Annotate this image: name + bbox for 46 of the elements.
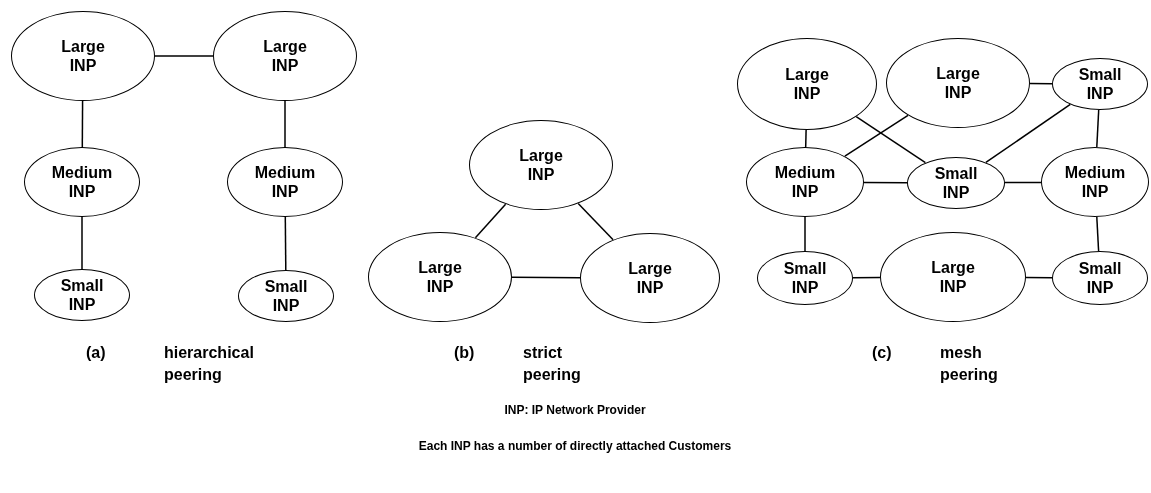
node-label: Large INP: [61, 37, 105, 75]
node-label: Large INP: [628, 259, 672, 297]
panel-caption: mesh peering: [940, 343, 998, 385]
connector-line: [852, 276, 881, 279]
connector-line: [81, 100, 84, 148]
node-label: Small INP: [1078, 65, 1122, 103]
panel-caption: strict peering: [523, 343, 581, 385]
connector-line: [1029, 82, 1053, 85]
connector-line: [1096, 109, 1100, 148]
connector-line: [284, 216, 287, 271]
node-label: Medium INP: [1064, 163, 1126, 201]
connector-line: [81, 216, 83, 270]
node-label: Small INP: [934, 164, 978, 202]
footnote: Each INP has a number of directly attached Customers: [417, 438, 733, 454]
node-label: Large INP: [931, 258, 975, 296]
connector-line: [855, 115, 927, 164]
connector-line: [511, 276, 581, 279]
node-label: Medium INP: [774, 163, 836, 201]
node-label: Medium INP: [51, 163, 113, 201]
connector-line: [844, 114, 909, 157]
connector-line: [284, 100, 286, 148]
footnote: INP: IP Network Provider: [503, 402, 647, 418]
connector-line: [1025, 276, 1053, 279]
connector-line: [804, 216, 806, 252]
connector-line: [985, 103, 1072, 164]
connector-line: [804, 129, 807, 148]
node-label: Large INP: [418, 258, 462, 296]
connector-line: [1096, 216, 1100, 252]
connector-line: [154, 55, 214, 57]
connector-line: [577, 202, 614, 241]
node-label: Large INP: [519, 146, 563, 184]
node-label: Large INP: [936, 64, 980, 102]
connector-line: [474, 203, 507, 239]
connector-line: [1004, 181, 1042, 184]
connector-line: [863, 181, 908, 184]
node-label: Medium INP: [254, 163, 316, 201]
panel-letter: (c): [872, 343, 893, 363]
node-label: Small INP: [264, 277, 308, 315]
panel-letter: (b): [454, 343, 476, 363]
node-label: Small INP: [783, 259, 827, 297]
node-label: Small INP: [1078, 259, 1122, 297]
node-label: Large INP: [785, 65, 829, 103]
panel-letter: (a): [86, 343, 107, 363]
node-label: Small INP: [60, 276, 104, 314]
node-label: Large INP: [263, 37, 307, 75]
panel-caption: hierarchical peering: [164, 343, 254, 385]
